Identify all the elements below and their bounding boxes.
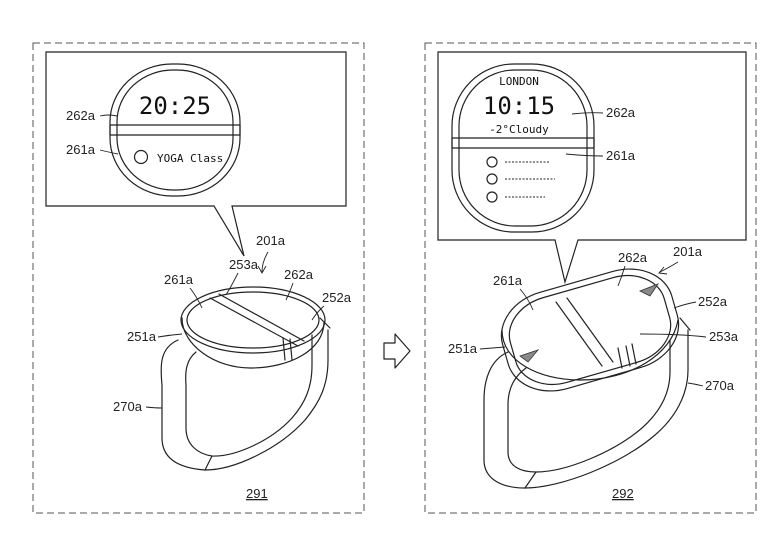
panel-frame-291	[32, 42, 365, 514]
panel-frame-292	[424, 42, 757, 514]
label-252a: 252a	[322, 290, 352, 305]
callout-bubble-292	[437, 51, 747, 285]
callout-label-262a: 262a	[66, 108, 96, 123]
label-251a: 251a	[127, 329, 157, 344]
zoomed-display-292: LONDON 10:15 -2°Cloudy	[451, 63, 595, 233]
label-270a: 270a	[113, 399, 143, 414]
label-251a: 251a	[448, 341, 478, 356]
display-time: 10:15	[483, 92, 555, 120]
list-bullet-icon	[486, 191, 498, 203]
label-253a: 253a	[709, 329, 739, 344]
callout-label-262a: 262a	[606, 105, 636, 120]
label-261a: 261a	[493, 273, 523, 288]
callout-label-261a: 261a	[606, 148, 636, 163]
label-261a: 261a	[164, 272, 194, 287]
label-262a: 262a	[618, 250, 648, 265]
display-event: YOGA Class	[157, 152, 223, 165]
label-262a: 262a	[284, 267, 314, 282]
triangle-marker-icon	[519, 349, 540, 363]
label-201a: 201a	[256, 233, 286, 248]
list-bullet-icon	[486, 156, 498, 168]
display-weather: -2°Cloudy	[489, 123, 549, 136]
zoomed-display-291: 20:25 YOGA Class	[109, 63, 241, 197]
wearable-device-291	[160, 286, 331, 471]
list-bullet-icon	[486, 173, 498, 185]
label-253a: 253a	[229, 257, 259, 272]
circle-icon	[133, 149, 149, 165]
display-time: 20:25	[139, 92, 211, 120]
figure-number-291: 291	[246, 486, 268, 501]
callout-label-261a: 261a	[66, 142, 96, 157]
transition-arrow-icon	[383, 333, 411, 369]
label-270a: 270a	[705, 378, 735, 393]
triangle-marker-icon	[639, 283, 660, 297]
label-252a: 252a	[698, 294, 728, 309]
label-201a: 201a	[673, 244, 703, 259]
display-city: LONDON	[499, 75, 539, 88]
wearable-device-292	[483, 268, 691, 489]
figure-number-292: 292	[612, 486, 634, 501]
